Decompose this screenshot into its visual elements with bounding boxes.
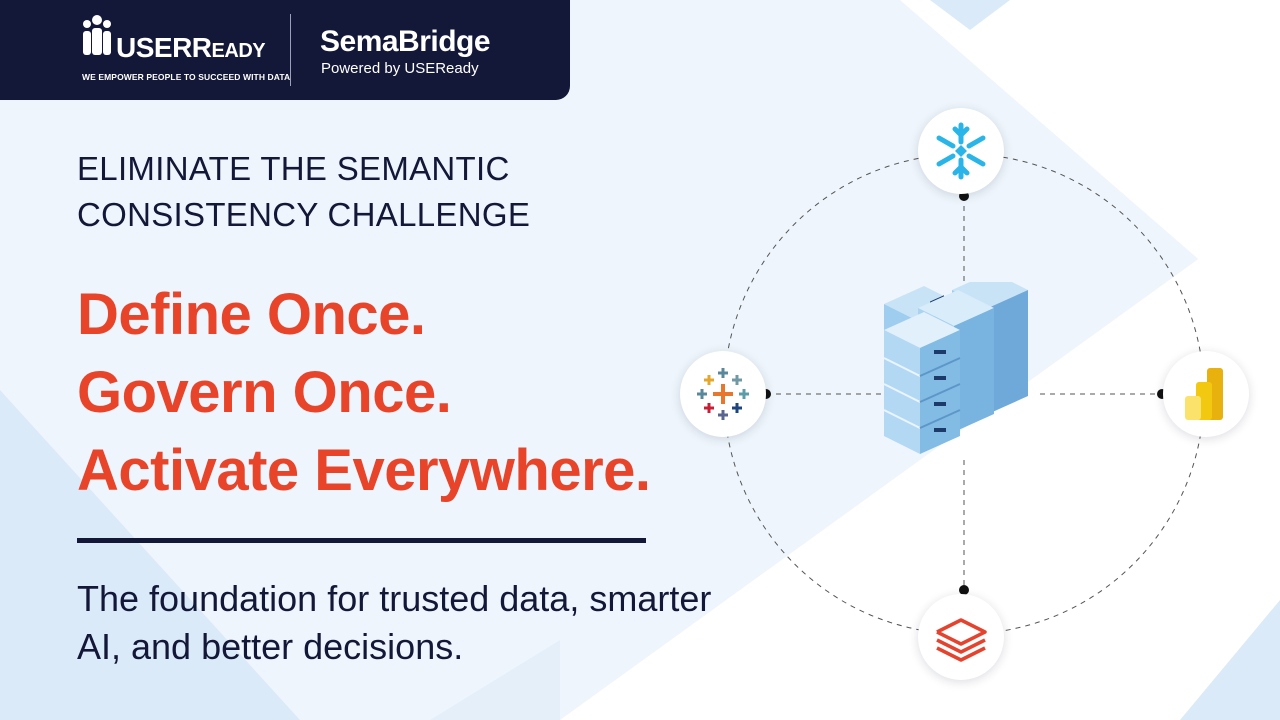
tableau-icon (697, 368, 749, 420)
section-rule (77, 538, 646, 543)
body-text: The foundation for trusted data, smarter… (77, 578, 712, 667)
tableau-node[interactable] (680, 351, 766, 437)
integration-diagram (660, 100, 1280, 720)
product-name: SemaBridge (320, 25, 491, 58)
useready-logo-icon (83, 15, 111, 55)
databricks-node[interactable] (918, 594, 1004, 680)
headline: Define Once. Govern Once. Activate Every… (77, 276, 651, 510)
snowflake-icon (936, 122, 986, 180)
server-stack-icon (884, 282, 1028, 454)
brand-name: USERREADY (116, 32, 266, 63)
databricks-icon (936, 618, 987, 662)
product-subtitle: Powered by USEReady (321, 60, 479, 77)
headline-line-1: Define Once. (77, 282, 426, 347)
powerbi-node[interactable] (1163, 351, 1249, 437)
brand-tagline: WE EMPOWER PEOPLE TO SUCCEED WITH DATA (82, 72, 291, 82)
headline-line-3: Activate Everywhere. (77, 438, 651, 503)
powerbi-icon (1185, 368, 1223, 420)
headline-line-2: Govern Once. (77, 360, 452, 425)
snowflake-node[interactable] (918, 108, 1004, 194)
header-divider (290, 14, 291, 86)
header-bar: USERREADY WE EMPOWER PEOPLE TO SUCCEED W… (0, 0, 570, 100)
eyebrow-heading: ELIMINATE THE SEMANTIC CONSISTENCY CHALL… (77, 150, 531, 233)
